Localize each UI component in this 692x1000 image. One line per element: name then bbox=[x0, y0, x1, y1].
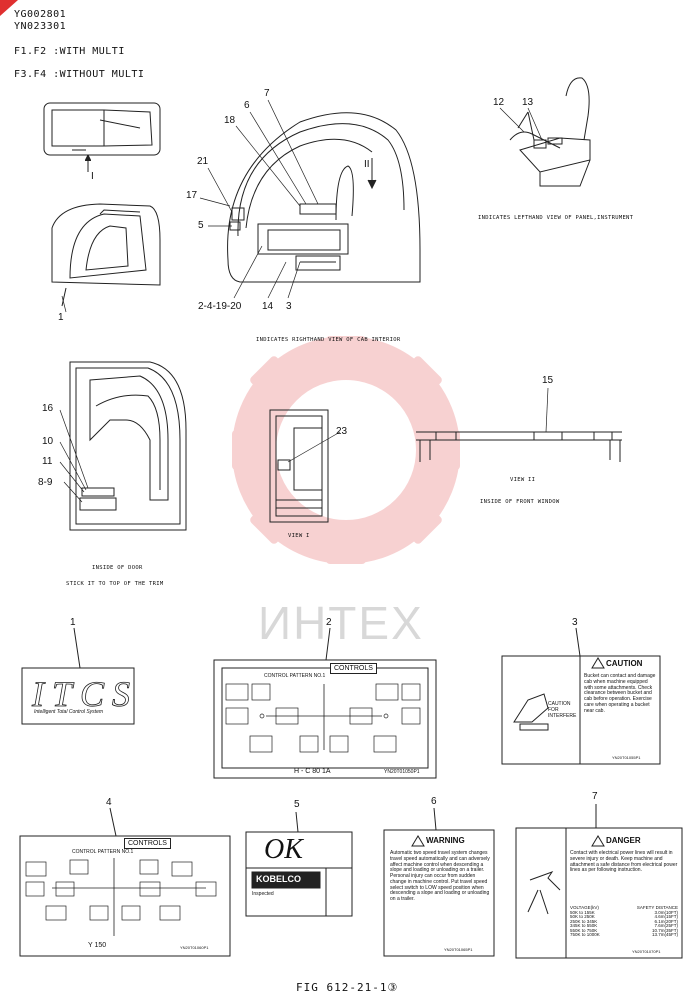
view-ii-panel-drawing bbox=[269, 409, 329, 523]
callout-8-9: 8-9 bbox=[38, 477, 53, 488]
label-5-number: 5 bbox=[294, 799, 300, 810]
callout-10: 10 bbox=[42, 436, 54, 447]
callout-15: 15 bbox=[542, 375, 554, 386]
callout-18: 18 bbox=[224, 115, 236, 126]
label-6-title: WARNING bbox=[426, 836, 465, 845]
label-2-footer: H - C 80 1A bbox=[294, 768, 331, 775]
label-4-subtitle: CONTROL PATTERN NO.1 bbox=[72, 849, 134, 855]
svg-text:ITCS: ITCS bbox=[31, 674, 138, 714]
multi-note-without: F3.F4 :WITHOUT MULTI bbox=[14, 69, 145, 80]
seat-lever-drawing bbox=[509, 77, 591, 187]
callout-23: 23 bbox=[336, 426, 348, 437]
label-5-inspected: Inspected bbox=[252, 891, 274, 897]
label-3-code: YN20T01055P1 bbox=[612, 755, 641, 760]
front-window-drawing bbox=[416, 431, 622, 462]
label-2-code: YN20T01050P1 bbox=[384, 769, 420, 775]
label-2-pattern-icons bbox=[225, 683, 421, 753]
callout-3: 3 bbox=[286, 301, 292, 312]
label-2-number: 2 bbox=[326, 617, 332, 628]
label-3-number: 3 bbox=[572, 617, 578, 628]
callout-13: 13 bbox=[522, 97, 534, 108]
label-2-subtitle: CONTROL PATTERN NO.1 bbox=[264, 673, 326, 679]
callout-1: 1 bbox=[58, 312, 64, 323]
code-yn: YN023301 bbox=[14, 21, 67, 32]
label-4-pattern-icons bbox=[25, 859, 217, 921]
label-6-body: Automatic two speed travel system change… bbox=[390, 850, 490, 902]
label-1-subtitle: Intelligent Total Control System bbox=[34, 709, 104, 715]
cab-perspective-drawing bbox=[51, 203, 161, 307]
label-4-number: 4 bbox=[106, 797, 112, 808]
label-7-title: DANGER bbox=[606, 836, 641, 845]
label-5-outline bbox=[245, 811, 353, 917]
label-2-title: CONTROLS bbox=[330, 663, 377, 674]
callout-11: 11 bbox=[42, 456, 53, 467]
label-7-code: YN20T01070P1 bbox=[632, 949, 661, 954]
label-6-outline bbox=[383, 807, 495, 957]
callout-14: 14 bbox=[262, 301, 274, 312]
callout-17: 17 bbox=[186, 190, 198, 201]
code-yg: YG002801 bbox=[14, 9, 67, 20]
voltage-table-head: VOLTAGE(kV) SAFETY DISTANCE bbox=[570, 905, 678, 910]
figure-reference: FIG 612-21-1③ bbox=[296, 981, 399, 994]
callout-5: 5 bbox=[198, 220, 204, 231]
label-2-outline bbox=[213, 627, 437, 779]
caption-view-ii: VIEW II bbox=[510, 477, 536, 483]
label-4-code: YN20T01060P1 bbox=[180, 945, 209, 950]
label-6-number: 6 bbox=[431, 796, 437, 807]
label-6-code: YN20T01065P1 bbox=[444, 947, 473, 952]
multi-note-with: F1.F2 :WITH MULTI bbox=[14, 46, 125, 57]
label-7-outline bbox=[515, 804, 683, 959]
watermark-text: ИНТЕХ bbox=[258, 597, 424, 649]
callout-7: 7 bbox=[264, 88, 270, 99]
arrow-ii-label: II bbox=[364, 159, 370, 170]
corner-mark-icon bbox=[0, 0, 18, 16]
label-5-mark: OK bbox=[264, 834, 303, 865]
label-4-footer: Y 150 bbox=[88, 942, 107, 949]
cab-interior-drawing bbox=[227, 112, 421, 283]
label-5-brand: KOBELCO bbox=[256, 874, 301, 884]
door-inside-drawing bbox=[69, 361, 187, 531]
cab-top-view-drawing bbox=[43, 102, 161, 172]
callout-16: 16 bbox=[42, 403, 54, 414]
label-3-body: Bucket can contact and damage cab when m… bbox=[584, 673, 656, 714]
caption-inside-door: INSIDE OF DOOR bbox=[92, 565, 143, 571]
caption-righthand: INDICATES RIGHTHAND VIEW OF CAB INTERIOR bbox=[256, 337, 401, 343]
label-4-outline bbox=[19, 807, 231, 957]
caption-stick-trim: STICK IT TO TOP OF THE TRIM bbox=[66, 581, 164, 587]
caption-lefthand: INDICATES LEFTHAND VIEW OF PANEL,INSTRUM… bbox=[478, 215, 634, 221]
caption-inside-front-window: INSIDE OF FRONT WINDOW bbox=[480, 499, 560, 505]
callout-12: 12 bbox=[493, 97, 505, 108]
label-4-title: CONTROLS bbox=[124, 838, 171, 849]
caption-view-i: VIEW I bbox=[288, 533, 310, 539]
label-7-number: 7 bbox=[592, 791, 598, 802]
label-3-side: CAUTION FOR INTERFERE bbox=[548, 701, 577, 719]
label-3-title: CAUTION bbox=[606, 659, 643, 668]
callout-21: 21 bbox=[197, 156, 209, 167]
label-1-number: 1 bbox=[70, 617, 76, 628]
callout-6: 6 bbox=[244, 100, 250, 111]
arrow-i-label: I bbox=[91, 171, 94, 182]
label-1-outline: ITCS bbox=[21, 627, 138, 725]
label-3-outline bbox=[501, 627, 661, 765]
callout-2-4-19-20: 2-4-19-20 bbox=[198, 301, 242, 312]
label-7-body: Contact with electrical power lines will… bbox=[570, 850, 678, 874]
